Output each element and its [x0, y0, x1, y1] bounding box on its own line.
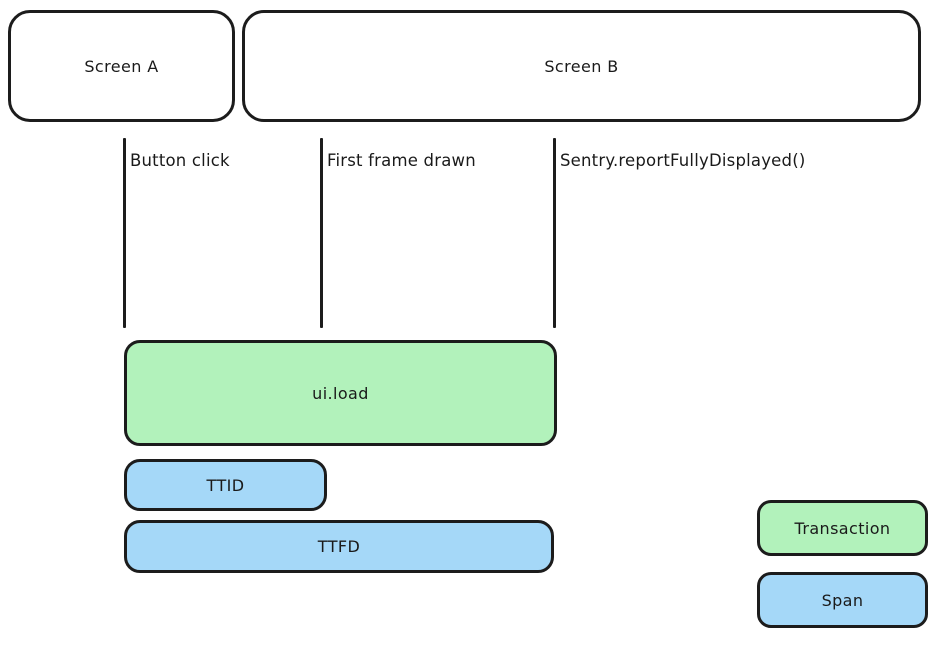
marker-label-report-fully-displayed: Sentry.reportFullyDisplayed() [560, 151, 806, 170]
bar-ttfd[interactable]: TTFD [124, 520, 554, 573]
legend-item-transaction-label: Transaction [794, 518, 891, 538]
legend-item-span-label: Span [821, 590, 864, 610]
marker-label-first-frame-drawn: First frame drawn [327, 151, 476, 170]
bar-ttid-label: TTID [206, 475, 245, 495]
bar-ui-load[interactable]: ui.load [124, 340, 557, 446]
screen-box-a[interactable]: Screen A [8, 10, 235, 122]
bar-ttfd-label: TTFD [317, 537, 361, 556]
marker-line-first-frame-drawn [320, 138, 323, 328]
screen-box-a-label: Screen A [84, 56, 159, 76]
screen-box-b-label: Screen B [544, 56, 619, 76]
screen-box-b[interactable]: Screen B [242, 10, 921, 122]
legend-item-span[interactable]: Span [757, 572, 928, 628]
legend-item-transaction[interactable]: Transaction [757, 500, 928, 556]
marker-label-button-click: Button click [130, 151, 230, 170]
bar-ttid[interactable]: TTID [124, 459, 327, 511]
marker-line-button-click [123, 138, 126, 328]
bar-ui-load-label: ui.load [312, 383, 369, 403]
marker-line-report-fully-displayed [553, 138, 556, 328]
